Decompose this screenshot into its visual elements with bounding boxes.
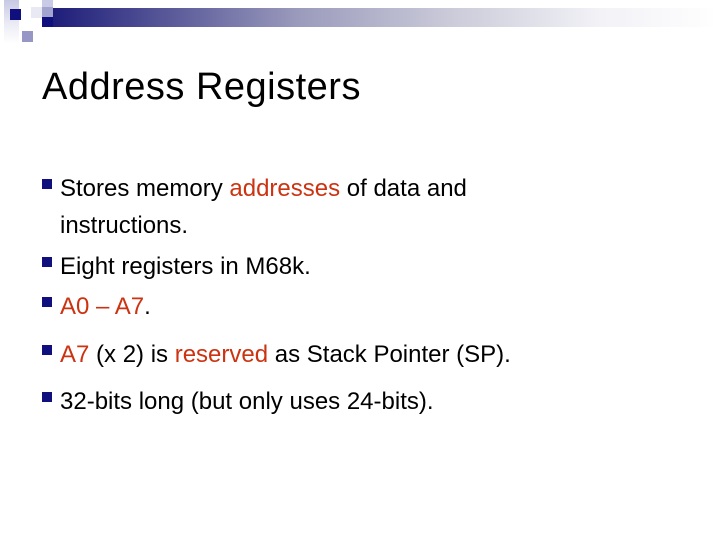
navy-pixel-square-icon bbox=[10, 9, 21, 20]
bullet-text-line: 32-bits long (but only uses 24-bits). bbox=[60, 383, 642, 420]
vertical-gradient-bar bbox=[4, 0, 19, 44]
bullet-text-line: A0 – A7. bbox=[60, 288, 642, 325]
light-pixel-square-icon bbox=[31, 7, 42, 18]
horizontal-gradient-bar bbox=[53, 8, 713, 27]
bullet-item: 32-bits long (but only uses 24-bits). bbox=[42, 383, 642, 420]
page-title: Address Registers bbox=[42, 66, 361, 108]
highlighted-text: A7 bbox=[60, 341, 90, 368]
bullet-text-line: instructions. bbox=[60, 207, 642, 244]
bullet-square-icon bbox=[42, 179, 52, 189]
highlighted-text: addresses bbox=[229, 175, 341, 202]
bullet-item: Stores memory addresses of data and instr… bbox=[42, 170, 642, 244]
bullet-text-line: Stores memory addresses of data and bbox=[60, 170, 642, 207]
lavender-pixel-square-icon bbox=[22, 31, 33, 42]
bullet-square-icon bbox=[42, 392, 52, 402]
body-text: Eight registers in M68k. bbox=[60, 253, 311, 280]
highlighted-text: A0 – A7 bbox=[60, 293, 145, 320]
body-text: of data and bbox=[340, 175, 467, 202]
bullet-square-icon bbox=[42, 345, 52, 355]
bullet-square-icon bbox=[42, 257, 52, 267]
navy-pixel-square-icon bbox=[42, 17, 53, 27]
bullet-text-line: Eight registers in M68k. bbox=[60, 248, 642, 285]
bullet-item: A0 – A7. bbox=[42, 288, 642, 325]
body-text: instructions. bbox=[60, 212, 189, 239]
bullet-item: A7 (x 2) is reserved as Stack Pointer (S… bbox=[42, 336, 642, 373]
bullet-square-icon bbox=[42, 297, 52, 307]
body-text: Stores memory bbox=[60, 175, 230, 202]
top-pixel-square-icon bbox=[42, 0, 53, 7]
bullet-text-line: A7 (x 2) is reserved as Stack Pointer (S… bbox=[60, 336, 642, 373]
bullet-item: Eight registers in M68k. bbox=[42, 248, 642, 285]
body-text: 32-bits long (but only uses 24-bits). bbox=[60, 388, 434, 415]
body-text: (x 2) is bbox=[89, 341, 175, 368]
highlighted-text: reserved bbox=[174, 341, 269, 368]
body-text: . bbox=[144, 293, 151, 320]
lavender-pixel-square-icon bbox=[42, 7, 53, 18]
body-text: as Stack Pointer (SP). bbox=[268, 341, 511, 368]
